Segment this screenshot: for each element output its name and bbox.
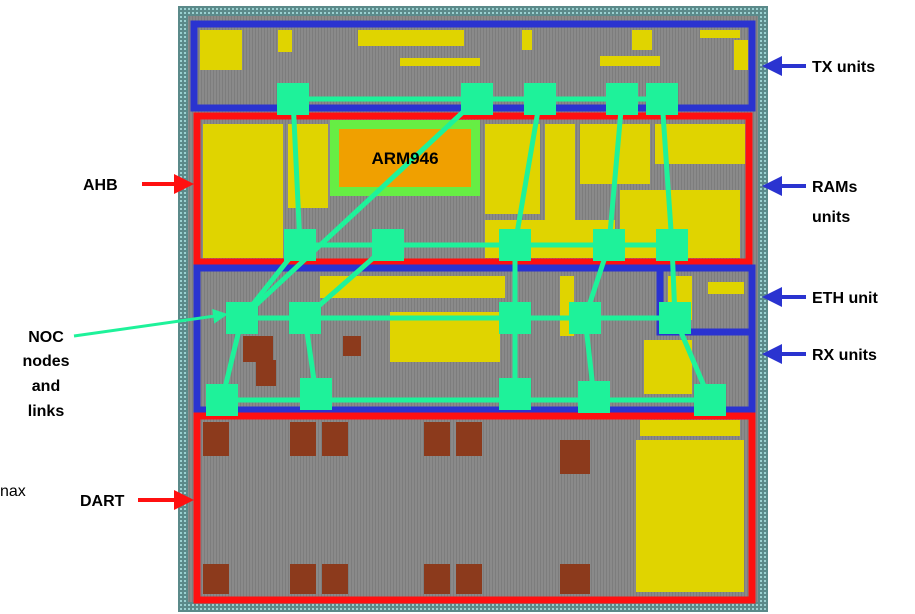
noc-node [226, 302, 258, 334]
noc-node [277, 83, 309, 115]
noc-node [646, 83, 678, 115]
cpu-label: ARM946 [371, 149, 438, 168]
noc-node [289, 302, 321, 334]
noc-label-line4: links [28, 403, 65, 420]
ahb-label: AHB [83, 177, 118, 194]
noc-node [206, 384, 238, 416]
eth-unit-label: ETH unit [812, 290, 878, 307]
noc-node [659, 302, 691, 334]
noc-node [372, 229, 404, 261]
dart-label: DART [80, 493, 125, 510]
noc-node [578, 381, 610, 413]
noc-node [300, 378, 332, 410]
tx-units-label: TX units [812, 59, 875, 76]
right-annotations: TX units RAMs units ETH unit RX units [762, 56, 878, 364]
noc-node [569, 302, 601, 334]
noc-node [656, 229, 688, 261]
noc-node [284, 229, 316, 261]
rams-label-line1: RAMs [812, 179, 857, 196]
noc-node [499, 229, 531, 261]
noc-node [606, 83, 638, 115]
tx-region-cells [200, 30, 748, 70]
rams-label-line2: units [812, 209, 850, 226]
noc-label-line3: and [32, 378, 60, 395]
noc-node [461, 83, 493, 115]
ahb-rams-region [193, 112, 753, 266]
noc-node [593, 229, 625, 261]
partial-label: nax [0, 483, 26, 500]
arm946-core [330, 120, 480, 196]
dart-region [193, 412, 756, 604]
noc-node [499, 378, 531, 410]
noc-node [694, 384, 726, 416]
noc-node [499, 302, 531, 334]
noc-label-line2: nodes [22, 353, 69, 370]
noc-node [524, 83, 556, 115]
left-annotations: AHB NOC nodes and links nax DART [0, 174, 228, 510]
rx-units-label: RX units [812, 347, 877, 364]
noc-nodes [206, 83, 726, 416]
noc-label-line1: NOC [28, 329, 64, 346]
noc-pointer-arrow [73, 308, 228, 338]
dart-region-cells [203, 420, 744, 594]
